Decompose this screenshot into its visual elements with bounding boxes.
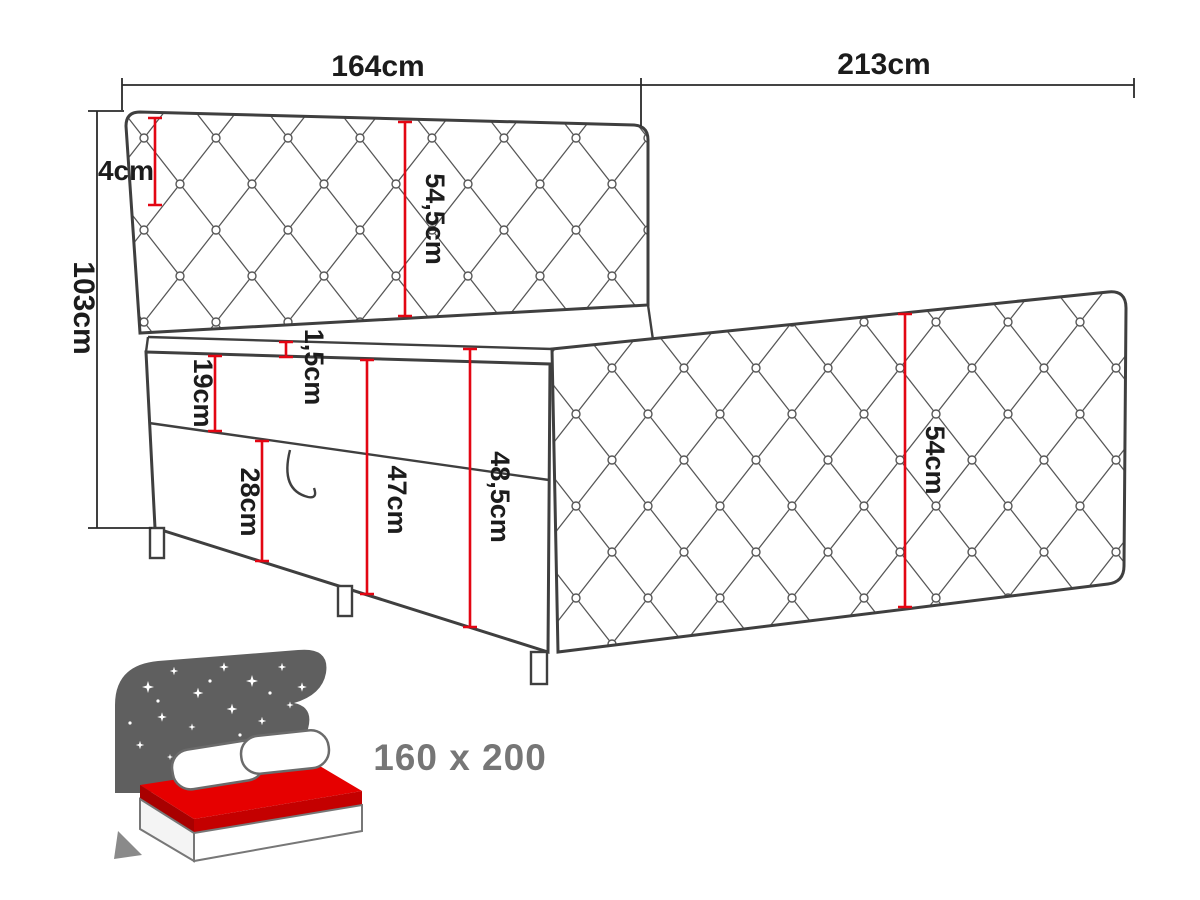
mattress-front-edge bbox=[147, 335, 553, 351]
icon-star-field bbox=[128, 662, 307, 760]
dim-line-upper-base bbox=[208, 354, 222, 433]
dim-line-drawer-height bbox=[255, 439, 269, 563]
dim-line-mattress-lip bbox=[279, 340, 293, 359]
bed-foot-middle bbox=[336, 584, 354, 618]
mattress-left-corner bbox=[144, 336, 150, 353]
dim-label-side-panel-height: 54cm bbox=[920, 425, 950, 494]
dim-label-base-height: 47cm bbox=[382, 465, 412, 534]
drawer-handle bbox=[286, 449, 317, 499]
side-panel bbox=[550, 290, 1128, 654]
dim-label-bed-length: 213cm bbox=[837, 48, 930, 81]
outer-dimensions: 164cm 213cm 103cm bbox=[67, 48, 1135, 529]
dim-label-front-height: 48,5cm bbox=[485, 451, 515, 543]
dim-line-top-edge bbox=[148, 116, 162, 207]
dim-label-drawer-height: 28cm bbox=[235, 467, 265, 536]
mattress-right-corner bbox=[646, 304, 655, 341]
inner-dimensions: 4cm 54,5cm 19cm 1,5cm 28cm 47cm 48,5cm 5… bbox=[98, 116, 950, 629]
dim-line-side-panel-height bbox=[898, 312, 912, 609]
icon-corner-arrow bbox=[114, 831, 142, 859]
bed-foot-right bbox=[529, 650, 549, 686]
icon-mattress-red bbox=[140, 759, 362, 833]
dim-label-total-height: 103cm bbox=[67, 261, 100, 354]
storage-bed-icon bbox=[114, 649, 363, 863]
dim-line-base-height bbox=[360, 358, 374, 596]
dim-line-headboard-height bbox=[398, 120, 412, 318]
dim-line-front-height bbox=[463, 347, 477, 629]
dim-label-headboard-height: 54,5cm bbox=[420, 173, 450, 265]
headboard-panel bbox=[124, 110, 650, 335]
bed-drawing bbox=[124, 110, 1128, 686]
icon-pillows bbox=[170, 729, 331, 791]
dim-label-headboard-width: 164cm bbox=[331, 50, 424, 83]
bed-size-label: 160 x 200 bbox=[373, 737, 547, 778]
icon-base-white bbox=[139, 797, 363, 863]
base-seam-line bbox=[148, 421, 550, 482]
dim-label-top-edge: 4cm bbox=[98, 155, 154, 186]
dim-label-upper-base: 19cm bbox=[188, 358, 218, 427]
dim-label-mattress-lip: 1,5cm bbox=[299, 329, 329, 406]
bed-foot-left bbox=[148, 526, 166, 560]
